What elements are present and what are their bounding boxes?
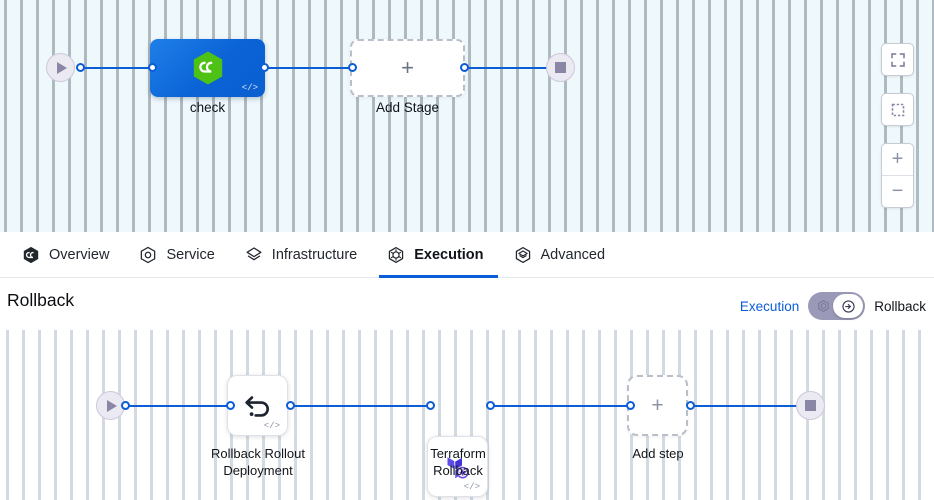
tab-infrastructure[interactable]: Infrastructure	[237, 232, 379, 277]
step-node-rollback-rollout-deployment[interactable]: </>	[227, 375, 288, 436]
add-stage-label: Add Stage	[375, 100, 440, 115]
tab-label: Advanced	[540, 246, 606, 263]
zoom-in-button[interactable]: +	[882, 144, 913, 176]
step-rollout-out-port[interactable]	[286, 401, 295, 410]
infrastructure-layers-icon	[246, 246, 262, 260]
add-step-in-port[interactable]	[626, 401, 635, 410]
tab-label: Infrastructure	[271, 246, 358, 263]
code-badge: </>	[463, 482, 480, 492]
zoom-out-button[interactable]: −	[891, 180, 904, 203]
stage-check-out-port[interactable]	[260, 63, 269, 72]
page-title: Rollback	[7, 290, 75, 310]
toggle-label-execution[interactable]: Execution	[739, 298, 800, 314]
switch-knob[interactable]	[833, 294, 864, 318]
tab-service[interactable]: Service	[131, 232, 236, 277]
overview-hexagon-icon	[23, 246, 39, 263]
start-node-port[interactable]	[76, 63, 85, 72]
plus-icon: +	[401, 55, 414, 80]
plus-icon: +	[651, 393, 664, 417]
edge-terraform-to-addstep	[488, 405, 630, 407]
stage-node-check[interactable]: </>	[150, 39, 265, 97]
execution-rollback-switch[interactable]	[808, 292, 866, 320]
tab-label: Execution	[414, 246, 484, 263]
stop-icon	[555, 62, 566, 73]
fullscreen-button[interactable]	[881, 43, 914, 76]
zoom-controls[interactable]: + −	[881, 143, 914, 208]
edge-check-to-addstage	[262, 67, 357, 69]
add-step-label: Add step	[632, 446, 684, 461]
tab-overview[interactable]: Overview	[14, 232, 131, 277]
execution-gear-icon	[818, 300, 829, 312]
add-stage-out-port[interactable]	[460, 63, 469, 72]
add-step-node[interactable]: +	[627, 375, 688, 436]
edge-start-to-rollback-rollout	[128, 405, 230, 407]
tab-advanced[interactable]: Advanced	[506, 232, 628, 277]
start-node-port[interactable]	[121, 401, 130, 410]
edge-rollout-to-terraform	[288, 405, 430, 407]
stage-canvas[interactable]: </> check + Add Stage	[0, 0, 934, 232]
canvas-grid	[0, 0, 934, 232]
step-rollout-in-port[interactable]	[226, 401, 235, 410]
execution-rollback-toggle-group: Execution Rollback	[740, 292, 926, 320]
code-badge: </>	[263, 421, 280, 431]
play-icon	[57, 61, 67, 74]
step-terraform-in-port[interactable]	[426, 401, 435, 410]
tab-label: Service	[166, 246, 215, 263]
edge-addstage-to-end	[461, 67, 553, 69]
add-stage-in-port[interactable]	[348, 63, 357, 72]
tab-label: Overview	[49, 246, 110, 263]
edge-start-to-check	[80, 67, 158, 69]
rollback-arrow-icon	[842, 299, 855, 313]
expand-icon	[890, 52, 905, 67]
dashed-square-icon	[891, 103, 904, 116]
start-node[interactable]	[46, 53, 75, 82]
end-node[interactable]	[546, 53, 575, 82]
advanced-layers-icon	[515, 246, 530, 263]
service-hexagon-icon	[141, 246, 156, 263]
rollback-header: Rollback Execution Rollback	[0, 278, 934, 330]
add-stage-node[interactable]: +	[350, 39, 465, 97]
step-terraform-out-port[interactable]	[486, 401, 495, 410]
harness-hexagon-icon	[193, 51, 222, 85]
terraform-rollback-icon	[447, 456, 468, 478]
stop-icon	[805, 400, 816, 411]
tab-bar: Overview Service Infrastructure	[0, 232, 934, 278]
execution-gear-icon	[389, 246, 404, 263]
add-step-out-port[interactable]	[686, 401, 695, 410]
start-node[interactable]	[96, 391, 125, 420]
toggle-label-rollback[interactable]: Rollback	[874, 298, 926, 314]
step-label-terraform-rollback: Terraform Rollback	[430, 446, 486, 478]
stage-label-check: check	[189, 100, 226, 115]
edge-addstep-to-end	[688, 405, 805, 407]
end-node[interactable]	[796, 391, 825, 420]
stage-check-in-port[interactable]	[148, 63, 157, 72]
zoom-to-fit-button[interactable]	[881, 93, 914, 126]
rollback-undo-icon	[244, 395, 269, 417]
rollback-step-canvas[interactable]: </> Rollback Rollout Deployment </> Terr…	[0, 330, 934, 500]
step-label-rollback-rollout-deployment: Rollback Rollout Deployment	[211, 446, 305, 478]
tab-execution[interactable]: Execution	[379, 232, 505, 278]
play-icon	[107, 399, 117, 412]
step-node-terraform-rollback[interactable]: </>	[427, 436, 488, 497]
code-badge: </>	[241, 83, 258, 93]
